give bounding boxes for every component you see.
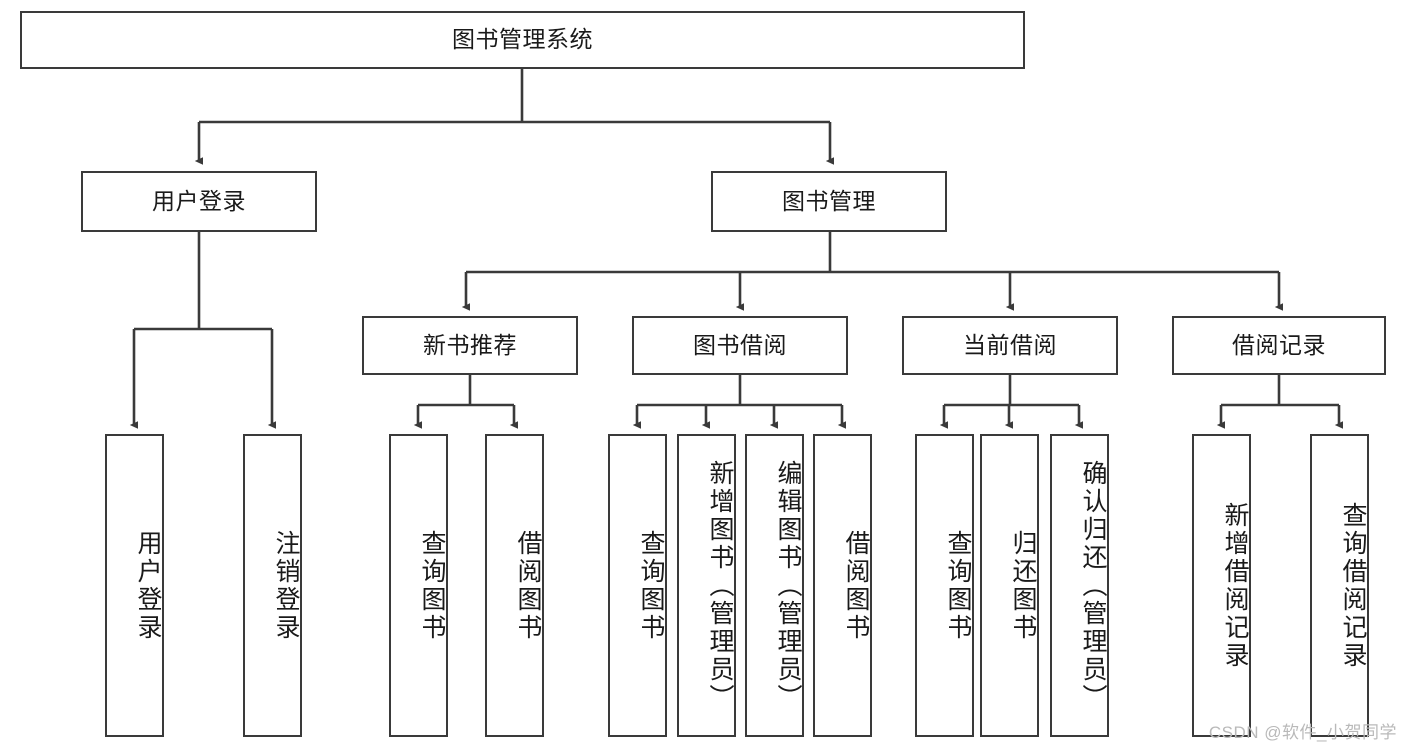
node-book-management[interactable]: 图书管理 [711, 171, 947, 232]
node-leaf-add-borrow-record[interactable]: 新增借阅记录 [1192, 434, 1251, 737]
node-label: 新增图书（管理员） [706, 459, 734, 712]
node-label: 编辑图书（管理员） [774, 459, 802, 712]
node-label: 归还图书 [1009, 529, 1037, 642]
node-leaf-query-borrow-record[interactable]: 查询借阅记录 [1310, 434, 1369, 737]
node-leaf-query-book-borrow[interactable]: 查询图书 [608, 434, 667, 737]
node-label: 图书管理系统 [452, 26, 593, 53]
node-leaf-borrow-book[interactable]: 借阅图书 [813, 434, 872, 737]
node-label: 借阅记录 [1232, 331, 1326, 358]
node-label: 借阅图书 [842, 529, 870, 642]
node-label: 确认归还（管理员） [1079, 459, 1107, 712]
node-book-borrow[interactable]: 图书借阅 [632, 316, 848, 375]
node-borrow-record[interactable]: 借阅记录 [1172, 316, 1386, 375]
node-label: 用户登录 [152, 187, 246, 214]
node-label: 查询借阅记录 [1339, 501, 1367, 670]
node-current-borrow[interactable]: 当前借阅 [902, 316, 1118, 375]
node-leaf-edit-book-admin[interactable]: 编辑图书（管理员） [745, 434, 804, 737]
node-leaf-logout[interactable]: 注销登录 [243, 434, 302, 737]
node-label: 用户登录 [134, 529, 162, 642]
node-user-login[interactable]: 用户登录 [81, 171, 317, 232]
node-leaf-confirm-return-admin[interactable]: 确认归还（管理员） [1050, 434, 1109, 737]
node-label: 新书推荐 [423, 331, 517, 358]
node-label: 借阅图书 [514, 529, 542, 642]
node-label: 查询图书 [418, 529, 446, 642]
node-label: 新增借阅记录 [1221, 501, 1249, 670]
node-root-book-management-system[interactable]: 图书管理系统 [20, 11, 1025, 69]
node-leaf-query-book-newbook[interactable]: 查询图书 [389, 434, 448, 737]
watermark-csdn: CSDN @软件_小贺同学 [1208, 723, 1397, 742]
node-label: 图书借阅 [693, 331, 787, 358]
node-leaf-user-login[interactable]: 用户登录 [105, 434, 164, 737]
node-label: 查询图书 [637, 529, 665, 642]
node-label: 注销登录 [272, 529, 300, 642]
node-label: 图书管理 [782, 187, 876, 214]
node-label: 查询图书 [944, 529, 972, 642]
node-leaf-query-book-current[interactable]: 查询图书 [915, 434, 974, 737]
node-leaf-borrow-book-newbook[interactable]: 借阅图书 [485, 434, 544, 737]
node-new-book-recommend[interactable]: 新书推荐 [362, 316, 578, 375]
node-leaf-add-book-admin[interactable]: 新增图书（管理员） [677, 434, 736, 737]
node-label: 当前借阅 [963, 331, 1057, 358]
node-leaf-return-book[interactable]: 归还图书 [980, 434, 1039, 737]
